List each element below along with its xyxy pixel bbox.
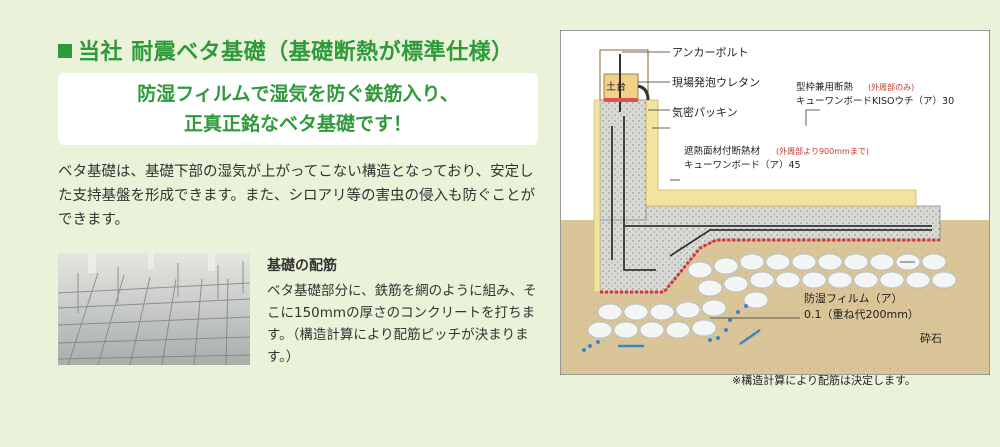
foundation-wall xyxy=(599,99,647,221)
label-formwork-insulation: 型枠兼用断熱 xyxy=(796,81,854,93)
callout-line-1: 防湿フィルムで湿気を防ぐ鉄筋入り、 xyxy=(137,83,459,105)
moisture-arrow-icon xyxy=(739,328,761,346)
foundation-section-diagram: アンカーボルト 土台 現場発泡ウレタン 型枠兼用断熱 (外周部のみ) キューワン… xyxy=(560,30,990,375)
highlight-callout: 防湿フィルムで湿気を防ぐ鉄筋入り、 正真正銘なベタ基礎です！ xyxy=(58,73,538,145)
label-shield-note: (外周部より900mmまで) xyxy=(776,146,869,156)
label-formwork-product: キューワンボードKISOウチ（ア）30 xyxy=(796,95,954,107)
moisture-film-line xyxy=(600,238,940,294)
square-bullet-icon xyxy=(58,44,72,58)
gravel-stones xyxy=(587,253,957,339)
rebar-description: ベタ基礎部分に、鉄筋を網のように組み、そこに150mmの厚さのコンクリートを打ち… xyxy=(267,283,537,365)
label-airtight-packing: 気密パッキン xyxy=(672,105,738,119)
rebar-photo xyxy=(58,253,250,365)
page-title-text: 当社 耐震ベタ基礎（基礎断熱が標準仕様） xyxy=(78,40,514,65)
rebar-lines xyxy=(611,116,932,271)
urethane-bead xyxy=(637,84,650,101)
airtight-packing xyxy=(604,98,638,102)
rebar-title: 基礎の配筋 xyxy=(267,258,337,274)
exterior-insulation xyxy=(593,99,601,293)
label-moisture-film: 防湿フィルム（ア） xyxy=(804,291,903,305)
moisture-dots xyxy=(582,304,748,352)
wall-frame-outline xyxy=(599,49,649,100)
label-sill: 土台 xyxy=(606,80,626,93)
interior-insulation xyxy=(645,99,917,207)
callout-line-2: 正真正銘なベタ基礎です！ xyxy=(183,113,412,135)
label-moisture-film-spec: 0.1（重ね代200mm） xyxy=(804,307,919,321)
footnote: ※構造計算により配筋は決定します。 xyxy=(732,374,916,387)
label-anchor-bolt: アンカーボルト xyxy=(672,46,749,59)
label-shield-insulation: 遮熱面材付断熱材 xyxy=(684,145,761,157)
label-gravel: 砕石 xyxy=(920,331,942,345)
label-formwork-note: (外周部のみ) xyxy=(868,82,914,92)
leader-lines xyxy=(622,51,915,319)
page-title: 当社 耐震ベタ基礎（基礎断熱が標準仕様） xyxy=(58,34,514,66)
label-urethane: 現場発泡ウレタン xyxy=(672,75,760,89)
label-shield-product: キューワンボード（ア）45 xyxy=(684,159,801,171)
description-paragraph: ベタ基礎は、基礎下部の湿気が上がってこない構造となっており、安定した支持基盤を形… xyxy=(58,164,536,228)
